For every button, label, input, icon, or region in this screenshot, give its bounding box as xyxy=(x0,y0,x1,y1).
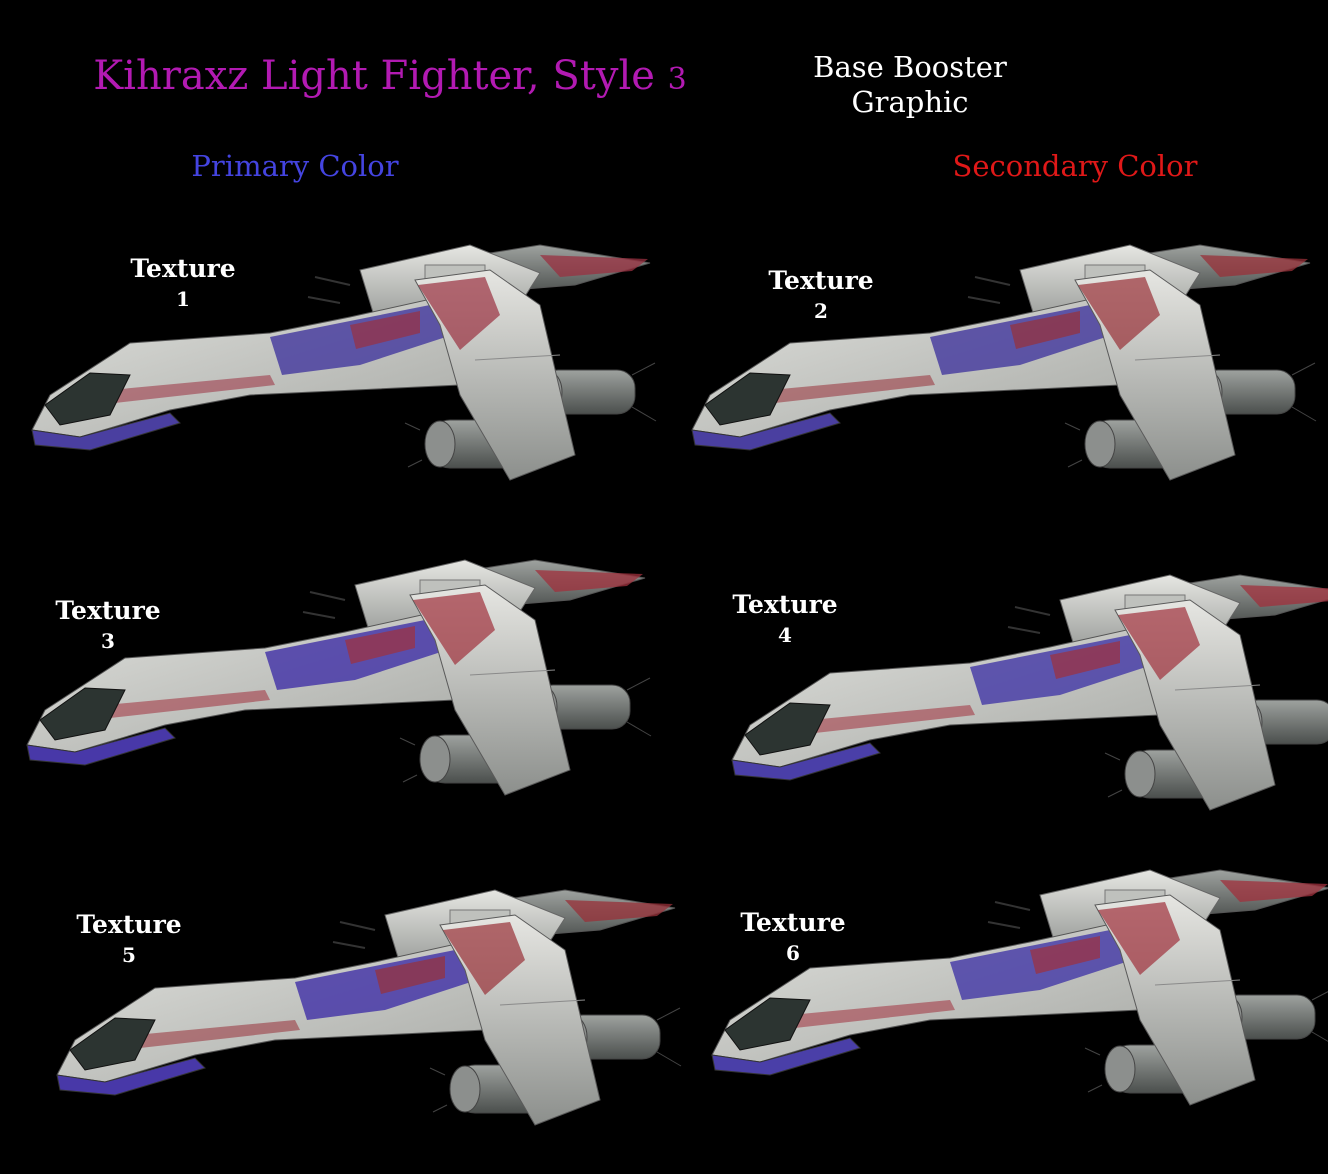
kihraxz-fighter-icon xyxy=(31,244,657,481)
kihraxz-fighter-icon xyxy=(731,574,1328,811)
ship-texture-3 xyxy=(15,540,655,840)
kihraxz-fighter-icon xyxy=(26,559,652,796)
secondary-color-heading: Secondary Color xyxy=(952,149,1198,183)
kihraxz-fighter-icon xyxy=(711,869,1328,1106)
kihraxz-fighter-icon xyxy=(56,889,682,1126)
ship-texture-1 xyxy=(20,225,660,525)
booster-line-1: Base Booster xyxy=(813,50,1007,84)
booster-heading: Base Booster Graphic xyxy=(790,50,1030,120)
ship-texture-5 xyxy=(45,870,685,1170)
kihraxz-fighter-icon xyxy=(691,244,1317,481)
ship-texture-4 xyxy=(720,555,1328,855)
title-text: Kihraxz Light Fighter, Style xyxy=(93,53,655,99)
ship-texture-2 xyxy=(680,225,1320,525)
primary-color-heading: Primary Color xyxy=(191,149,399,183)
booster-line-2: Graphic xyxy=(851,84,969,119)
page-title: Kihraxz Light Fighter, Style 3 xyxy=(40,52,740,100)
title-style-number: 3 xyxy=(667,62,687,97)
ship-texture-6 xyxy=(700,850,1328,1150)
